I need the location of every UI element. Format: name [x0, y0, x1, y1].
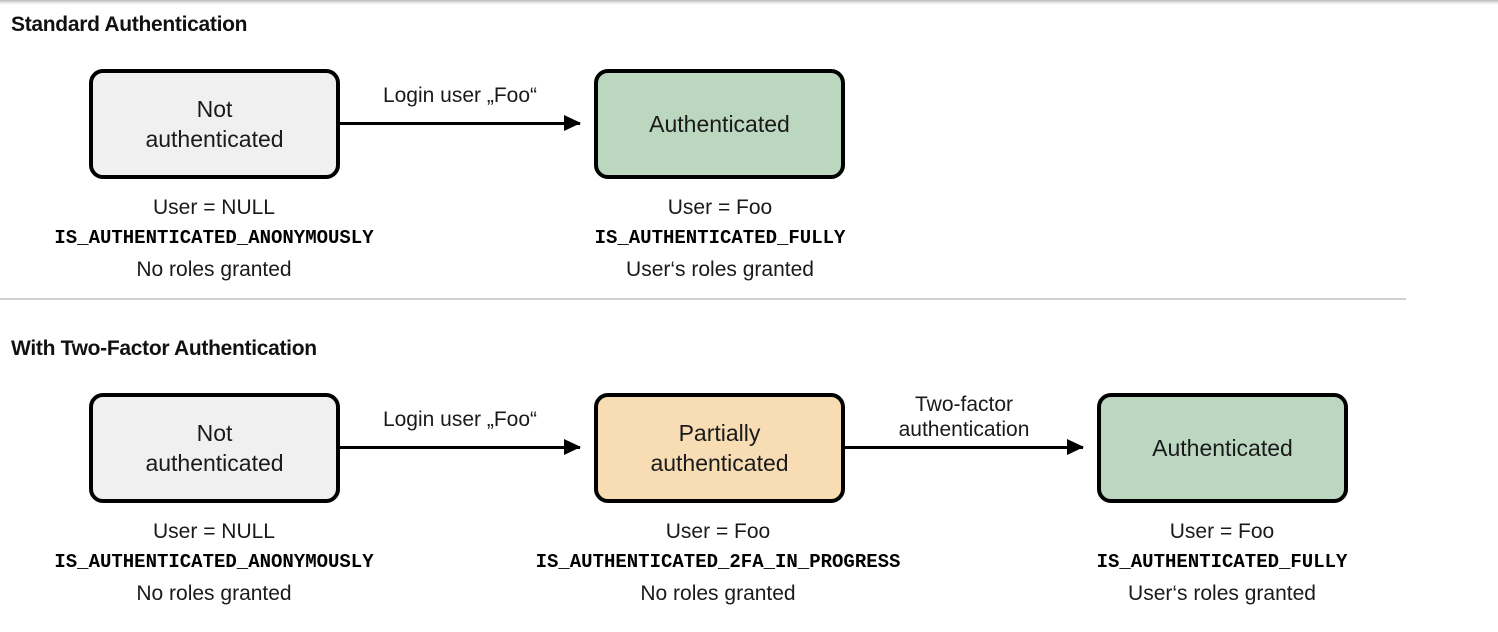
caption-user-value: User = Foo: [667, 196, 773, 219]
state-box-authenticated-2fa[interactable]: Authenticated: [1097, 393, 1348, 503]
arrow-two-factor-2fa: [845, 439, 1084, 455]
caption-security-token: IS_AUTHENTICATED_ANONYMOUSLY: [54, 551, 374, 573]
caption-user-value: User = NULL: [153, 520, 275, 543]
section-title-standard-authentication: Standard Authentication: [11, 13, 248, 36]
arrow-label-login-2fa: Login user „Foo“: [382, 408, 538, 431]
state-box-label: Not authenticated: [145, 420, 284, 476]
caption-roles-value: No roles granted: [136, 582, 292, 605]
arrow-login-standard: [340, 115, 581, 131]
caption-security-token: IS_AUTHENTICATED_FULLY: [594, 227, 846, 249]
caption-security-token: IS_AUTHENTICATED_2FA_IN_PROGRESS: [535, 551, 901, 573]
caption-not-authenticated-2fa: User = NULL IS_AUTHENTICATED_ANONYMOUSLY…: [4, 516, 424, 609]
state-box-not-authenticated-2fa[interactable]: Not authenticated: [89, 393, 340, 503]
state-box-label: Partially authenticated: [650, 420, 789, 476]
section-divider: [0, 298, 1406, 300]
caption-authenticated-standard: User = Foo IS_AUTHENTICATED_FULLY User‘s…: [510, 192, 930, 285]
caption-partially-authenticated-2fa: User = Foo IS_AUTHENTICATED_2FA_IN_PROGR…: [508, 516, 928, 609]
state-box-label: Authenticated: [649, 111, 790, 137]
section-title-two-factor-authentication: With Two-Factor Authentication: [11, 337, 317, 360]
caption-authenticated-2fa: User = Foo IS_AUTHENTICATED_FULLY User‘s…: [1012, 516, 1432, 609]
caption-roles-value: No roles granted: [136, 258, 292, 281]
caption-not-authenticated-standard: User = NULL IS_AUTHENTICATED_ANONYMOUSLY…: [4, 192, 424, 285]
caption-security-token: IS_AUTHENTICATED_FULLY: [1096, 551, 1348, 573]
state-box-authenticated-standard[interactable]: Authenticated: [594, 69, 845, 179]
state-box-partially-authenticated-2fa[interactable]: Partially authenticated: [594, 393, 845, 503]
caption-user-value: User = NULL: [153, 196, 275, 219]
caption-roles-value: User‘s roles granted: [626, 258, 814, 281]
state-box-label: Authenticated: [1152, 435, 1293, 461]
caption-security-token: IS_AUTHENTICATED_ANONYMOUSLY: [54, 227, 374, 249]
state-box-not-authenticated-standard[interactable]: Not authenticated: [89, 69, 340, 179]
arrow-label-login-standard: Login user „Foo“: [382, 84, 538, 107]
caption-user-value: User = Foo: [665, 520, 771, 543]
caption-roles-value: No roles granted: [640, 582, 796, 605]
caption-user-value: User = Foo: [1169, 520, 1275, 543]
arrow-login-2fa: [340, 439, 581, 455]
arrow-label-two-factor-2fa: Two-factor authentication: [898, 393, 1030, 441]
caption-roles-value: User‘s roles granted: [1128, 582, 1316, 605]
state-box-label: Not authenticated: [145, 96, 284, 152]
